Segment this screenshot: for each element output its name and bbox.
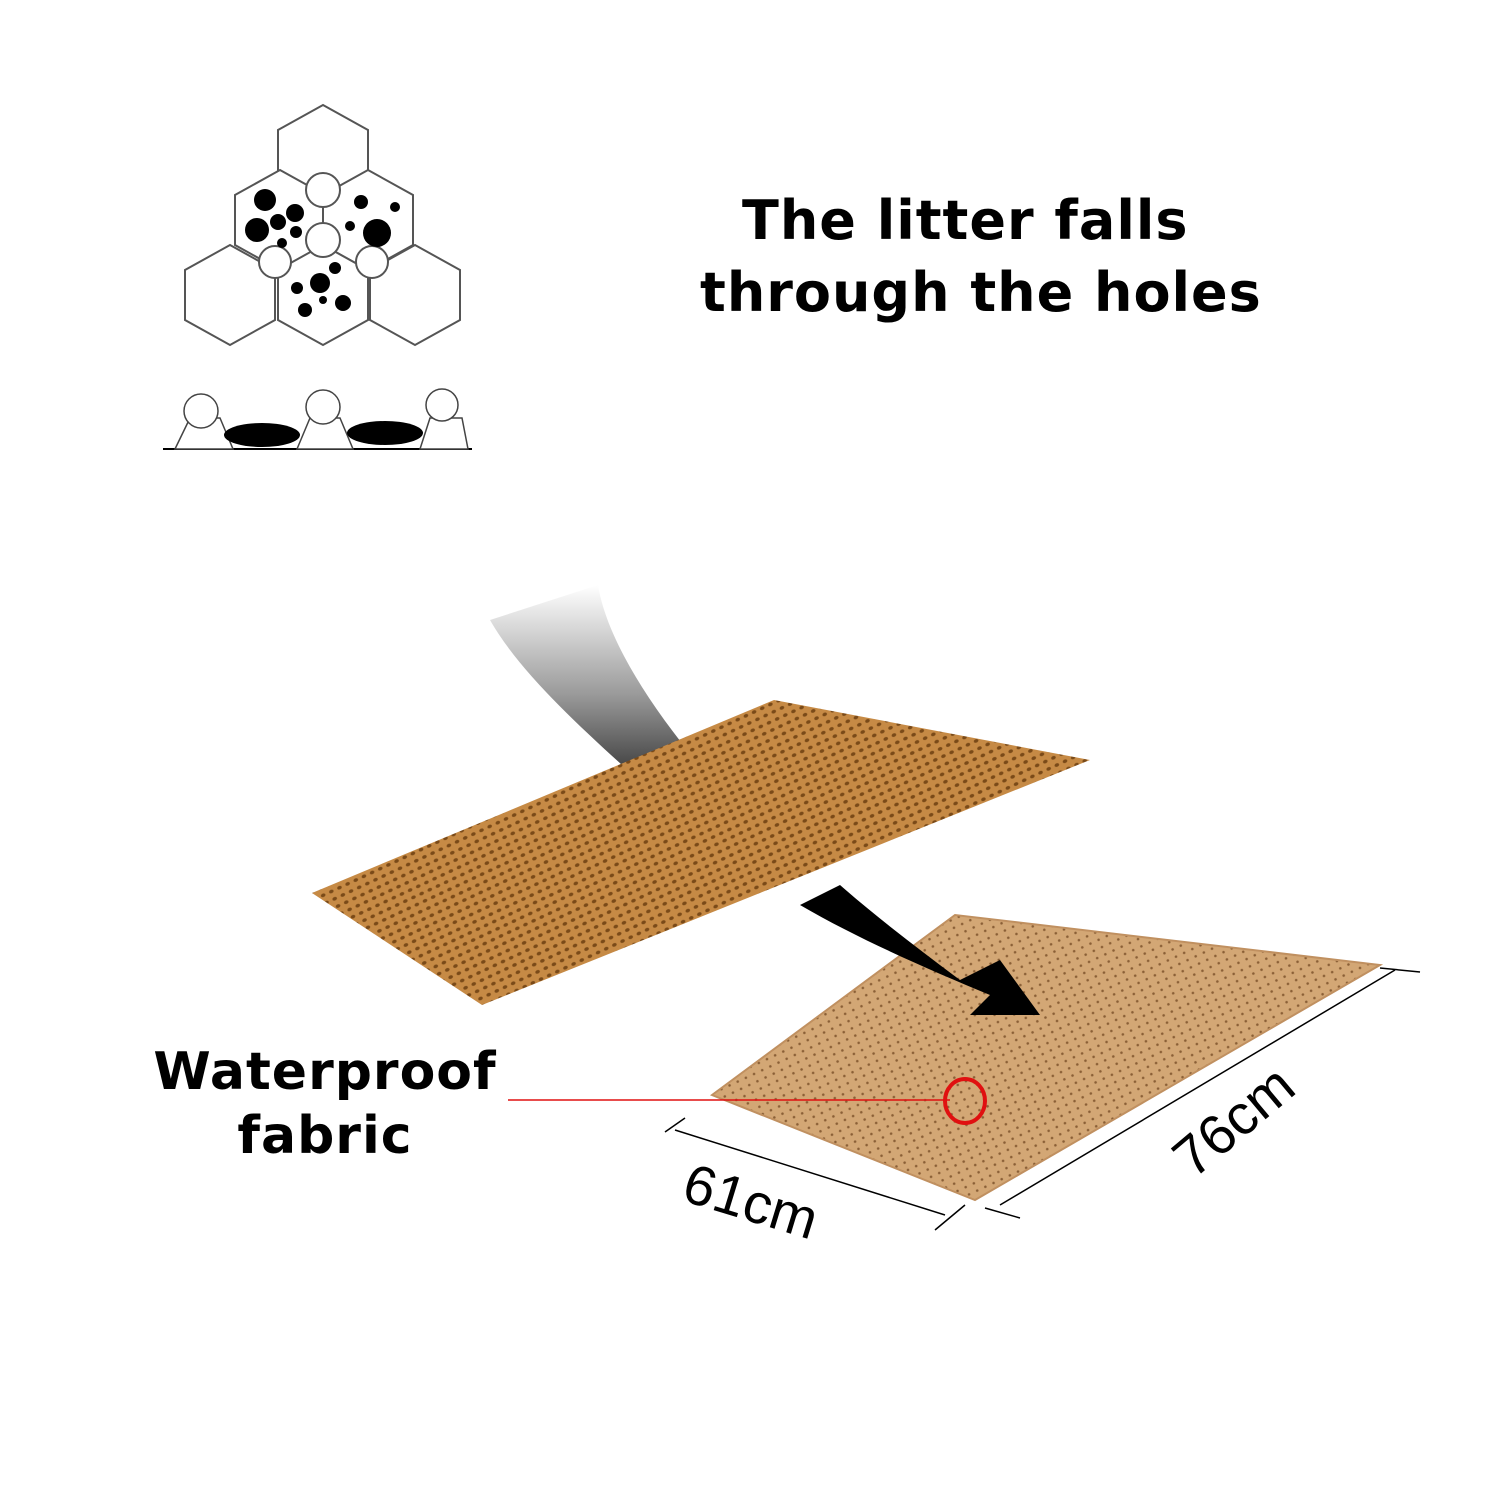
litter-particles	[245, 189, 400, 317]
dimension-lines	[664, 967, 1421, 1231]
cross-section-diagram-icon	[163, 388, 472, 450]
honeycomb-diagram-icon	[184, 103, 461, 347]
waterproof-label-line-1: Waterproof	[153, 1042, 497, 1102]
honeycomb-mat-top	[312, 700, 1090, 1005]
down-arrow-icon	[800, 885, 1040, 1015]
waterproof-label: Waterproof fabric	[135, 1040, 515, 1168]
waterproof-label-line-2: fabric	[237, 1106, 413, 1166]
waterproof-mat-bottom	[709, 913, 1384, 1202]
headline: The litter falls through the holes	[700, 185, 1300, 329]
callout-circle-icon	[943, 1077, 987, 1125]
headline-line-1: The litter falls	[742, 189, 1189, 252]
headline-line-2: through the holes	[700, 261, 1262, 324]
